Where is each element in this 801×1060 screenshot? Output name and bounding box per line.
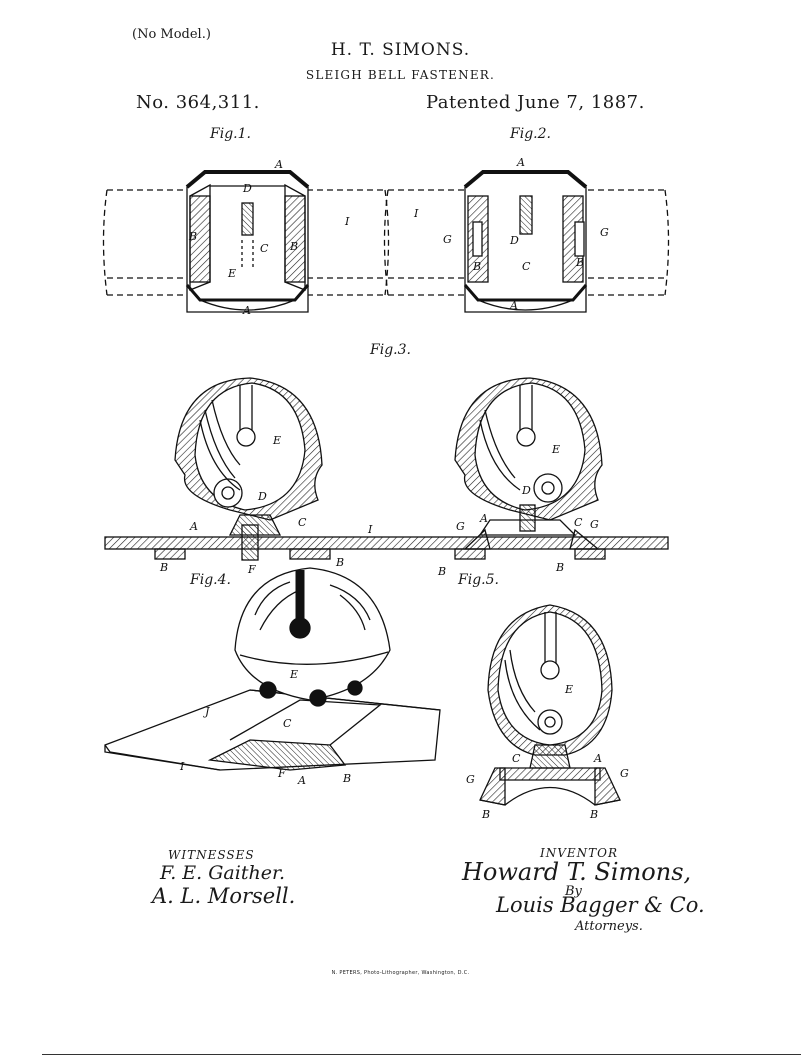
label-g: G xyxy=(600,226,609,239)
label-c: C xyxy=(512,752,521,765)
label-e: E xyxy=(227,267,236,280)
fig-2-caption: Fig.2. xyxy=(510,126,551,142)
patent-number: No. 364,311. xyxy=(136,92,260,113)
figure-5-labels: E C A G G B B xyxy=(466,683,629,821)
label-i: I xyxy=(367,523,373,536)
label-b: B xyxy=(589,808,598,821)
label-b: B xyxy=(575,256,584,269)
figure-1-labels: A D B B C I E A xyxy=(188,158,350,317)
label-a: A xyxy=(593,752,602,765)
attorneys-label: Attorneys. xyxy=(575,919,643,934)
inventor-signature: Howard T. Simons, xyxy=(462,858,692,886)
label-c: C xyxy=(522,260,531,273)
figure-2-labels: A I G G D B C B A xyxy=(413,156,609,312)
label-g: G xyxy=(466,773,475,786)
label-b: B xyxy=(472,260,481,273)
fig-1-caption: Fig.1. xyxy=(210,126,251,142)
label-b: B xyxy=(188,230,197,243)
label-c: C xyxy=(574,516,583,529)
label-e: E xyxy=(564,683,573,696)
label-i: I xyxy=(344,215,350,228)
fig-5-caption: Fig.5. xyxy=(458,572,499,588)
fig-3-caption: Fig.3. xyxy=(370,342,411,358)
figure-1 xyxy=(102,170,390,313)
figure-4 xyxy=(104,567,441,771)
label-a: A xyxy=(297,774,306,787)
inventor-heading: INVENTOR xyxy=(540,846,619,860)
witness-signature-1: F. E. Gaither. xyxy=(160,862,285,884)
patent-date: Patented June 7, 1887. xyxy=(426,92,645,113)
label-b: B xyxy=(335,556,344,569)
label-a: A xyxy=(516,156,525,169)
label-b: B xyxy=(437,565,446,578)
bottom-rule xyxy=(42,1054,801,1055)
label-a: A xyxy=(242,304,251,317)
label-a: A xyxy=(509,299,518,312)
figure-4-labels: E J C I F A B xyxy=(179,668,351,787)
label-f: F xyxy=(247,563,256,576)
patent-title: SLEIGH BELL FASTENER. xyxy=(305,68,496,82)
label-a: A xyxy=(189,520,198,533)
label-b: B xyxy=(342,772,351,785)
label-c: C xyxy=(283,717,292,730)
label-b: B xyxy=(289,240,298,253)
label-i: I xyxy=(179,760,185,773)
by-text: By xyxy=(565,884,582,899)
label-a: A xyxy=(274,158,283,171)
witnesses-heading: WITNESSES xyxy=(168,848,255,862)
label-e: E xyxy=(272,434,281,447)
label-g: G xyxy=(620,767,629,780)
label-e: E xyxy=(551,443,560,456)
figure-2 xyxy=(383,170,670,313)
label-i: I xyxy=(413,207,419,220)
label-j: J xyxy=(203,705,210,718)
attorneys-signature: Louis Bagger & Co. xyxy=(496,893,705,917)
figure-5 xyxy=(479,604,621,806)
witness-signature-2: A. L. Morsell. xyxy=(152,884,296,908)
label-g: G xyxy=(590,518,599,531)
inventor-header: H. T. SIMONS. xyxy=(330,40,471,60)
label-b: B xyxy=(555,561,564,574)
label-c: C xyxy=(260,242,269,255)
label-g: G xyxy=(443,233,452,246)
figure-3 xyxy=(104,377,669,561)
label-d: D xyxy=(509,234,519,247)
no-model-note: (No Model.) xyxy=(132,27,211,42)
fig-4-caption: Fig.4. xyxy=(190,572,231,588)
label-b: B xyxy=(159,561,168,574)
label-d: D xyxy=(521,484,531,497)
label-e: E xyxy=(289,668,298,681)
printer-credit: N. PETERS, Photo-Lithographer, Washingto… xyxy=(331,970,470,976)
label-a: A xyxy=(479,512,488,525)
figure-3-labels: E D A C I B F B E D G A C G B B xyxy=(159,434,599,578)
label-g: G xyxy=(456,520,465,533)
label-b: B xyxy=(481,808,490,821)
label-d: D xyxy=(242,182,252,195)
label-d: D xyxy=(257,490,267,503)
label-f: F xyxy=(277,767,286,780)
label-c: C xyxy=(298,516,307,529)
